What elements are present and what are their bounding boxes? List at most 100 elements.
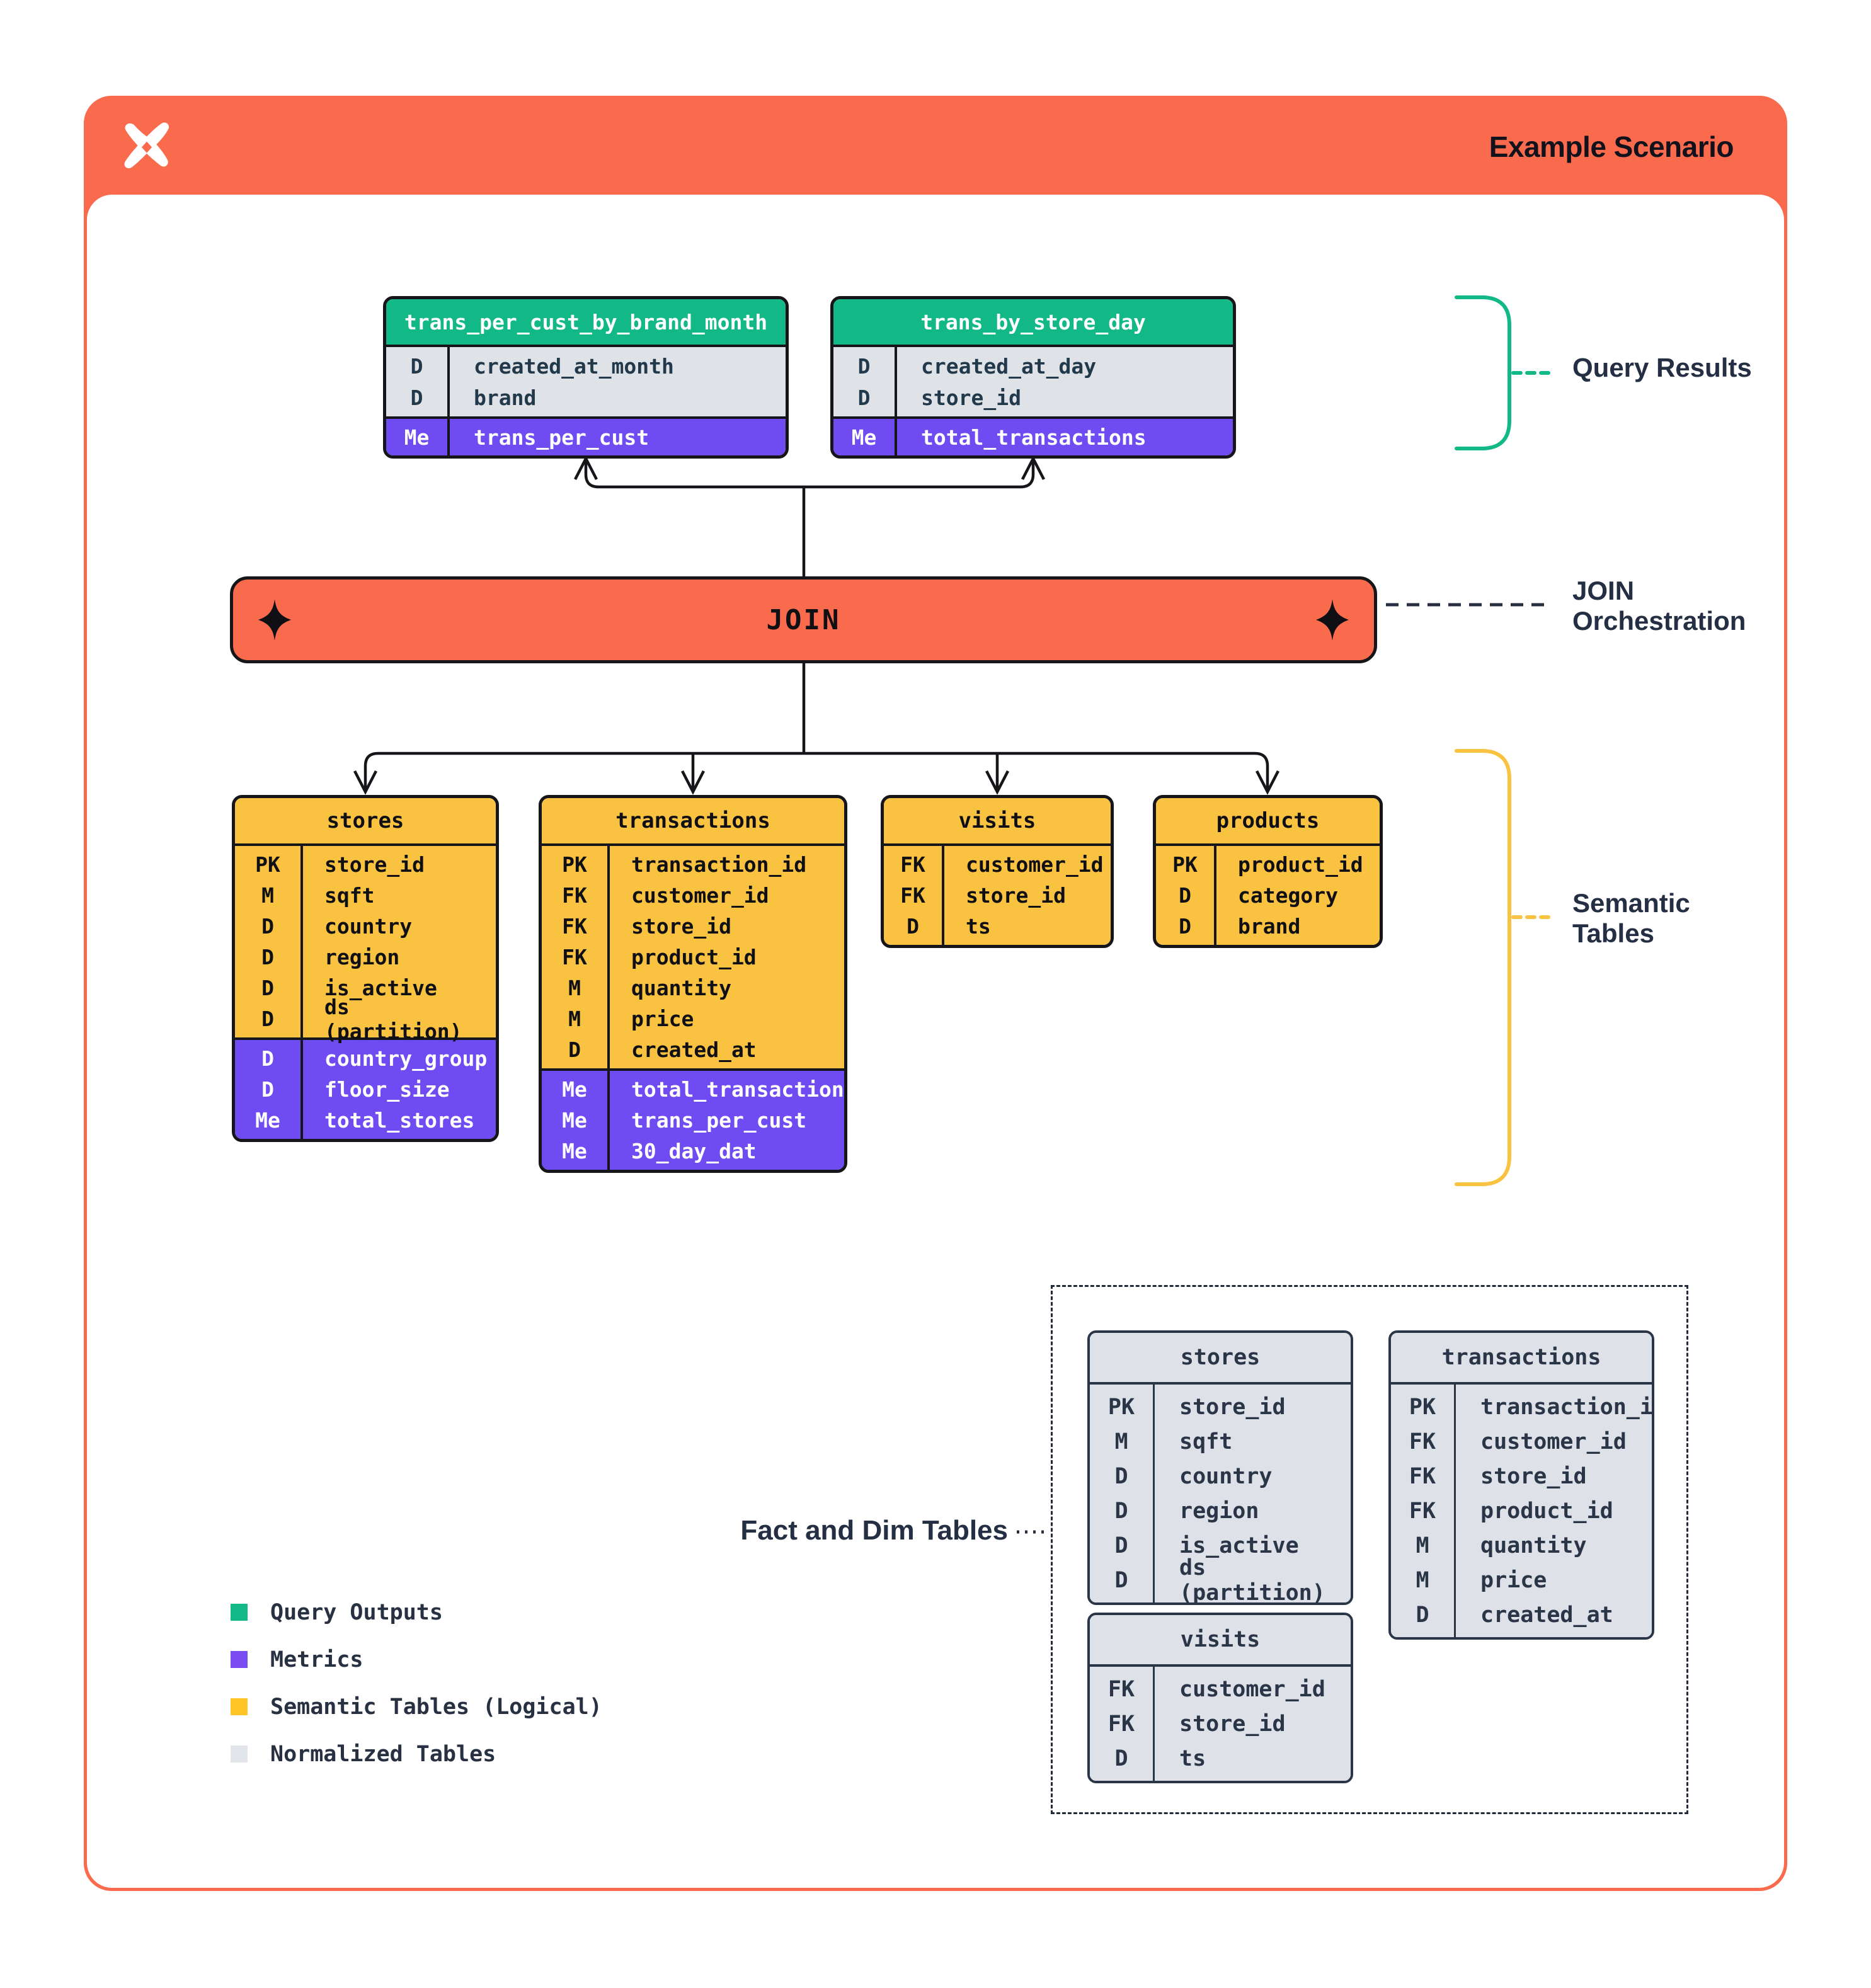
field-key: D [410, 353, 423, 379]
field-key: D [1114, 1498, 1128, 1524]
field-name: customer_id [1480, 1429, 1627, 1454]
table-title: stores [235, 798, 496, 846]
semantic-tables-label-line1: Semantic [1572, 888, 1690, 918]
field-key: D [261, 1007, 274, 1031]
table-row: Me total_stores [235, 1105, 496, 1136]
field-key: FK [1409, 1429, 1436, 1454]
table-row: FK store_id [884, 880, 1111, 911]
field-key: M [568, 1007, 581, 1031]
field-name: region [1179, 1498, 1259, 1524]
field-name: store_id [1179, 1394, 1286, 1420]
field-name: region [324, 945, 400, 969]
fact-dim-label: Fact and Dim Tables [740, 1515, 1008, 1546]
query-results-label: Query Results [1572, 353, 1752, 382]
field-key: D [857, 353, 871, 379]
field-key: FK [1409, 1498, 1436, 1524]
field-name: brand [474, 385, 537, 410]
field-name: total_stores [324, 1108, 475, 1133]
legend-swatch [231, 1745, 248, 1762]
field-name: store_id [921, 385, 1021, 410]
field-key: FK [1409, 1463, 1436, 1489]
field-name: country [1179, 1463, 1273, 1489]
key-column-divider [607, 846, 610, 1170]
field-name: category [1238, 883, 1338, 908]
page-title: Example Scenario [1489, 130, 1734, 163]
table-title: transactions [1391, 1333, 1652, 1385]
field-name: total_transactions [921, 425, 1147, 450]
field-name: trans_per_cust [631, 1108, 807, 1133]
field-key: Me [255, 1108, 280, 1133]
legend-label: Normalized Tables [270, 1741, 496, 1767]
join-orchestration-label: JOIN Orchestration [1572, 576, 1746, 636]
field-key: Me [562, 1108, 587, 1133]
field-key: FK [1107, 1711, 1135, 1737]
field-name: created_at [631, 1037, 757, 1062]
field-key: PK [1172, 852, 1198, 877]
field-key: D [261, 1077, 274, 1102]
field-name: country [324, 914, 413, 939]
field-name: store_id [966, 883, 1066, 908]
table-title: visits [1090, 1615, 1351, 1667]
field-key: Me [562, 1077, 587, 1102]
field-key: M [1416, 1533, 1429, 1558]
semantic-tables-label: Semantic Tables [1572, 888, 1690, 949]
field-name: store_id [1480, 1463, 1587, 1489]
field-name: transaction_id [631, 852, 807, 877]
field-key: D [857, 385, 871, 410]
key-column-divider [447, 347, 450, 455]
field-name: ds (partition) [1179, 1555, 1325, 1605]
field-key: D [1179, 914, 1191, 939]
field-key: Me [562, 1139, 587, 1163]
field-key: D [410, 385, 423, 410]
field-name: ds (partition) [324, 994, 462, 1044]
field-key: D [1114, 1567, 1128, 1593]
field-name: sqft [1179, 1429, 1233, 1454]
join-label: JOIN [766, 603, 841, 636]
legend-item: Semantic Tables (Logical) [231, 1683, 602, 1730]
field-key: D [1114, 1533, 1128, 1558]
legend-swatch [231, 1604, 248, 1621]
field-name: created_at_day [921, 353, 1097, 379]
field-name: price [631, 1007, 694, 1031]
card-header: Example Scenario [87, 99, 1784, 195]
table-row: Me trans_per_cust [542, 1105, 844, 1136]
table-row: FK store_id [1391, 1459, 1652, 1494]
field-name: product_id [1480, 1498, 1613, 1524]
field-key: FK [900, 852, 925, 877]
table-title: transactions [542, 798, 844, 846]
field-key: D [1114, 1745, 1128, 1771]
field-key: FK [900, 883, 925, 908]
table-row: FK customer_id [1391, 1424, 1652, 1459]
sparkle-diamond-icon [258, 599, 291, 641]
field-name: ts [1179, 1745, 1206, 1771]
field-name: brand [1238, 914, 1301, 939]
